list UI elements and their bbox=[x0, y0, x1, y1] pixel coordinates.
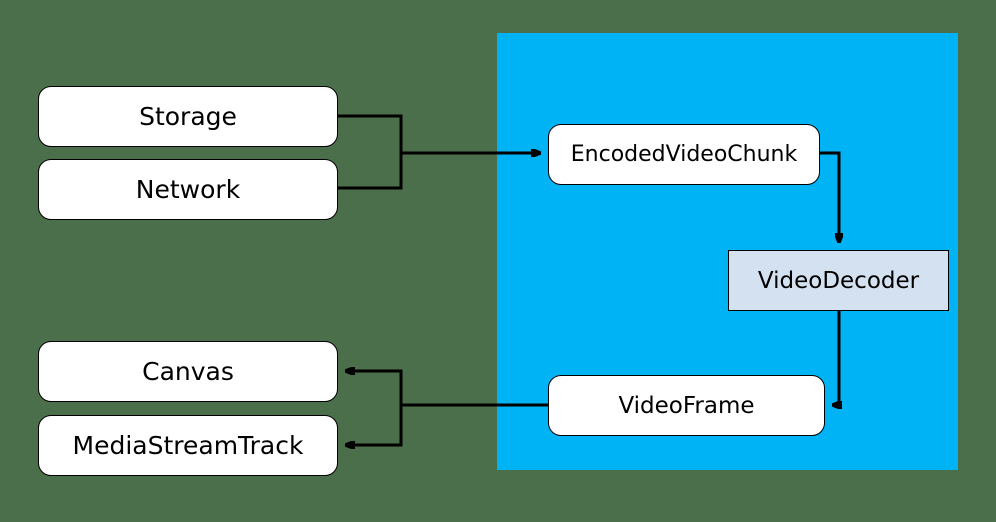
node-network[interactable]: Network bbox=[38, 159, 338, 220]
node-media-stream-track-label: MediaStreamTrack bbox=[72, 431, 304, 460]
edge-video-frame-to-media-stream-track bbox=[346, 405, 403, 445]
node-video-decoder-label: VideoDecoder bbox=[757, 267, 920, 294]
node-storage-label: Storage bbox=[139, 102, 237, 131]
node-media-stream-track[interactable]: MediaStreamTrack bbox=[38, 415, 338, 476]
edge-storage-to-encoded-video-chunk bbox=[338, 114, 403, 153]
node-encoded-video-chunk[interactable]: EncodedVideoChunk bbox=[548, 124, 820, 185]
edge-video-frame-to-canvas bbox=[346, 371, 403, 405]
node-video-frame-label: VideoFrame bbox=[618, 392, 755, 419]
node-network-label: Network bbox=[135, 175, 241, 204]
node-encoded-video-chunk-label: EncodedVideoChunk bbox=[570, 142, 798, 167]
edge-network-to-encoded-video-chunk bbox=[338, 153, 403, 190]
node-video-frame[interactable]: VideoFrame bbox=[548, 375, 825, 436]
node-video-decoder[interactable]: VideoDecoder bbox=[728, 250, 949, 311]
node-canvas[interactable]: Canvas bbox=[38, 341, 338, 402]
node-storage[interactable]: Storage bbox=[38, 86, 338, 147]
node-canvas-label: Canvas bbox=[142, 357, 234, 386]
